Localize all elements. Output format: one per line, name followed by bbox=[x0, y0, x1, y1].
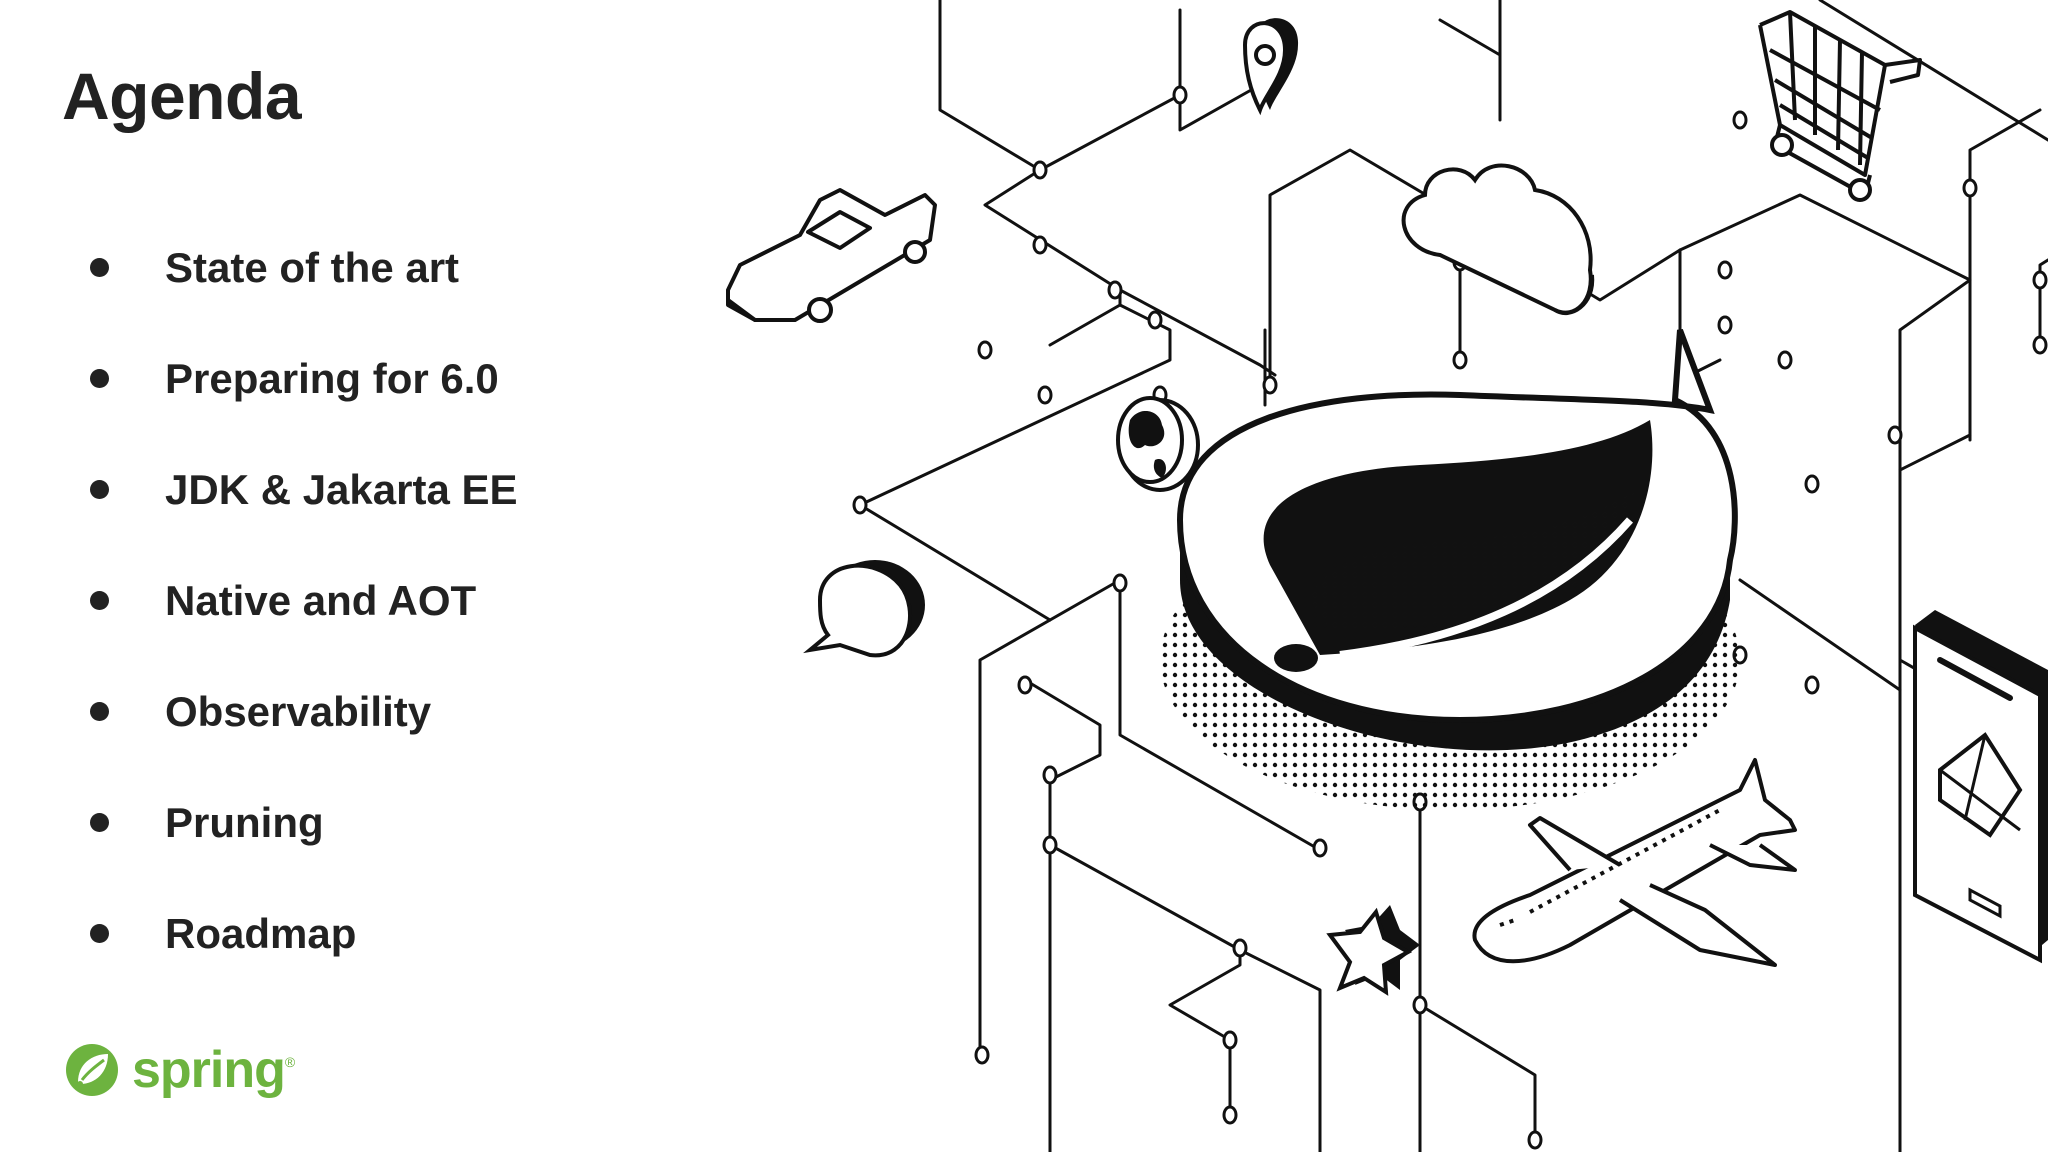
bullet-icon bbox=[90, 702, 109, 721]
agenda-item: State of the art bbox=[90, 212, 518, 323]
agenda-item-label: Native and AOT bbox=[165, 576, 477, 624]
logo-text: spring bbox=[132, 1041, 286, 1099]
agenda-item-label: State of the art bbox=[165, 243, 460, 291]
chat-bubble-icon bbox=[803, 560, 925, 658]
bullet-icon bbox=[90, 258, 109, 277]
spring-leaf-icon bbox=[1160, 328, 1740, 810]
airplane-icon bbox=[1472, 758, 1797, 967]
shopping-cart-icon bbox=[1758, 10, 1922, 202]
spring-leaf-icon bbox=[66, 1044, 118, 1096]
agenda-item-label: Preparing for 6.0 bbox=[165, 354, 499, 402]
spring-logo: spring ® bbox=[64, 1040, 295, 1100]
bullet-icon bbox=[90, 480, 109, 499]
agenda-item: Observability bbox=[90, 656, 518, 767]
agenda-item-label: Pruning bbox=[165, 798, 324, 846]
agenda-item: Roadmap bbox=[90, 878, 518, 989]
car-icon bbox=[726, 188, 937, 323]
globe-icon bbox=[1116, 396, 1200, 492]
map-pin-icon bbox=[1242, 18, 1299, 116]
junction-nodes bbox=[852, 85, 2048, 1150]
smartphone-icon bbox=[1913, 610, 2048, 964]
bullet-icon bbox=[90, 591, 109, 610]
cloud-icon bbox=[1401, 163, 1595, 316]
agenda-item: Pruning bbox=[90, 767, 518, 878]
logo-registered-mark: ® bbox=[284, 1054, 296, 1070]
agenda-item-label: Observability bbox=[165, 687, 432, 735]
bullet-icon bbox=[90, 369, 109, 388]
network-illustration bbox=[726, 0, 2048, 1152]
bullet-icon bbox=[90, 813, 109, 832]
bullet-icon bbox=[90, 924, 109, 943]
agenda-item: Preparing for 6.0 bbox=[90, 323, 518, 434]
star-icon bbox=[1326, 905, 1420, 996]
agenda-list: State of the art Preparing for 6.0 JDK &… bbox=[90, 212, 518, 989]
agenda-item: JDK & Jakarta EE bbox=[90, 434, 518, 545]
agenda-item-label: JDK & Jakarta EE bbox=[165, 465, 518, 513]
agenda-item-label: Roadmap bbox=[165, 909, 357, 957]
agenda-item: Native and AOT bbox=[90, 545, 518, 656]
slide-title: Agenda bbox=[62, 59, 302, 133]
